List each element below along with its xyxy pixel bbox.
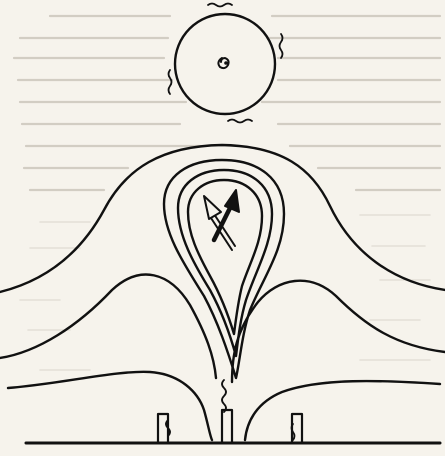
- hill-contour-lines: [0, 145, 445, 440]
- contour-low-right: [245, 381, 440, 440]
- sun-wave-bottom: [228, 120, 252, 123]
- heat-wave-left: [158, 414, 170, 443]
- teardrop-contours: [164, 160, 284, 378]
- sun-icon: [169, 4, 283, 123]
- sun-wave-right: [280, 34, 283, 58]
- heat-wave-center: [222, 380, 232, 443]
- heat-wave-right: [292, 414, 303, 443]
- contour-low-left: [8, 372, 212, 440]
- sun-wave-left: [169, 70, 172, 94]
- contour-middle: [0, 275, 216, 378]
- contour-middle-right: [232, 281, 445, 382]
- sun-wave-top: [208, 4, 232, 7]
